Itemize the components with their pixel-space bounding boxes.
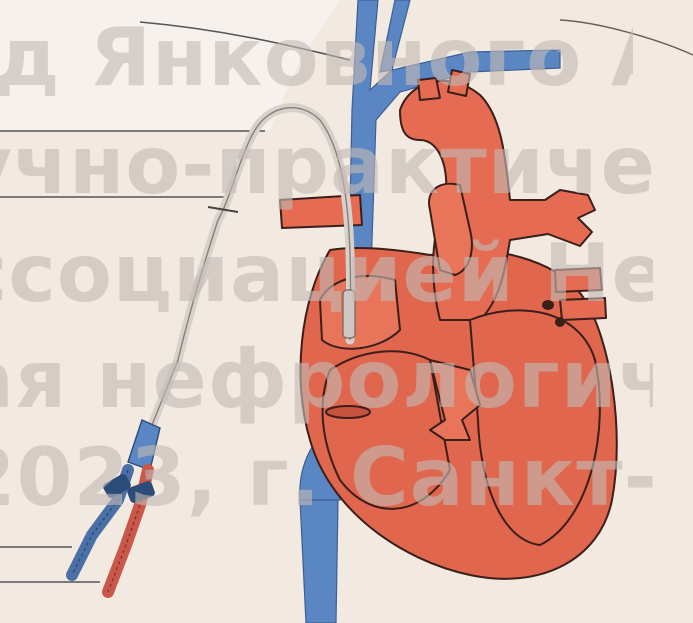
foramen-ovale	[326, 406, 370, 418]
catheter-tip	[343, 290, 355, 338]
pulmonary-vein-left-2	[560, 298, 606, 320]
coronary-sinus	[543, 301, 553, 309]
right-atrium	[320, 276, 400, 349]
coronary-ostium	[556, 318, 564, 326]
aortic-branch-2	[448, 70, 470, 96]
pulmonary-vein-left	[555, 268, 602, 292]
aortic-branch-1	[418, 78, 440, 100]
